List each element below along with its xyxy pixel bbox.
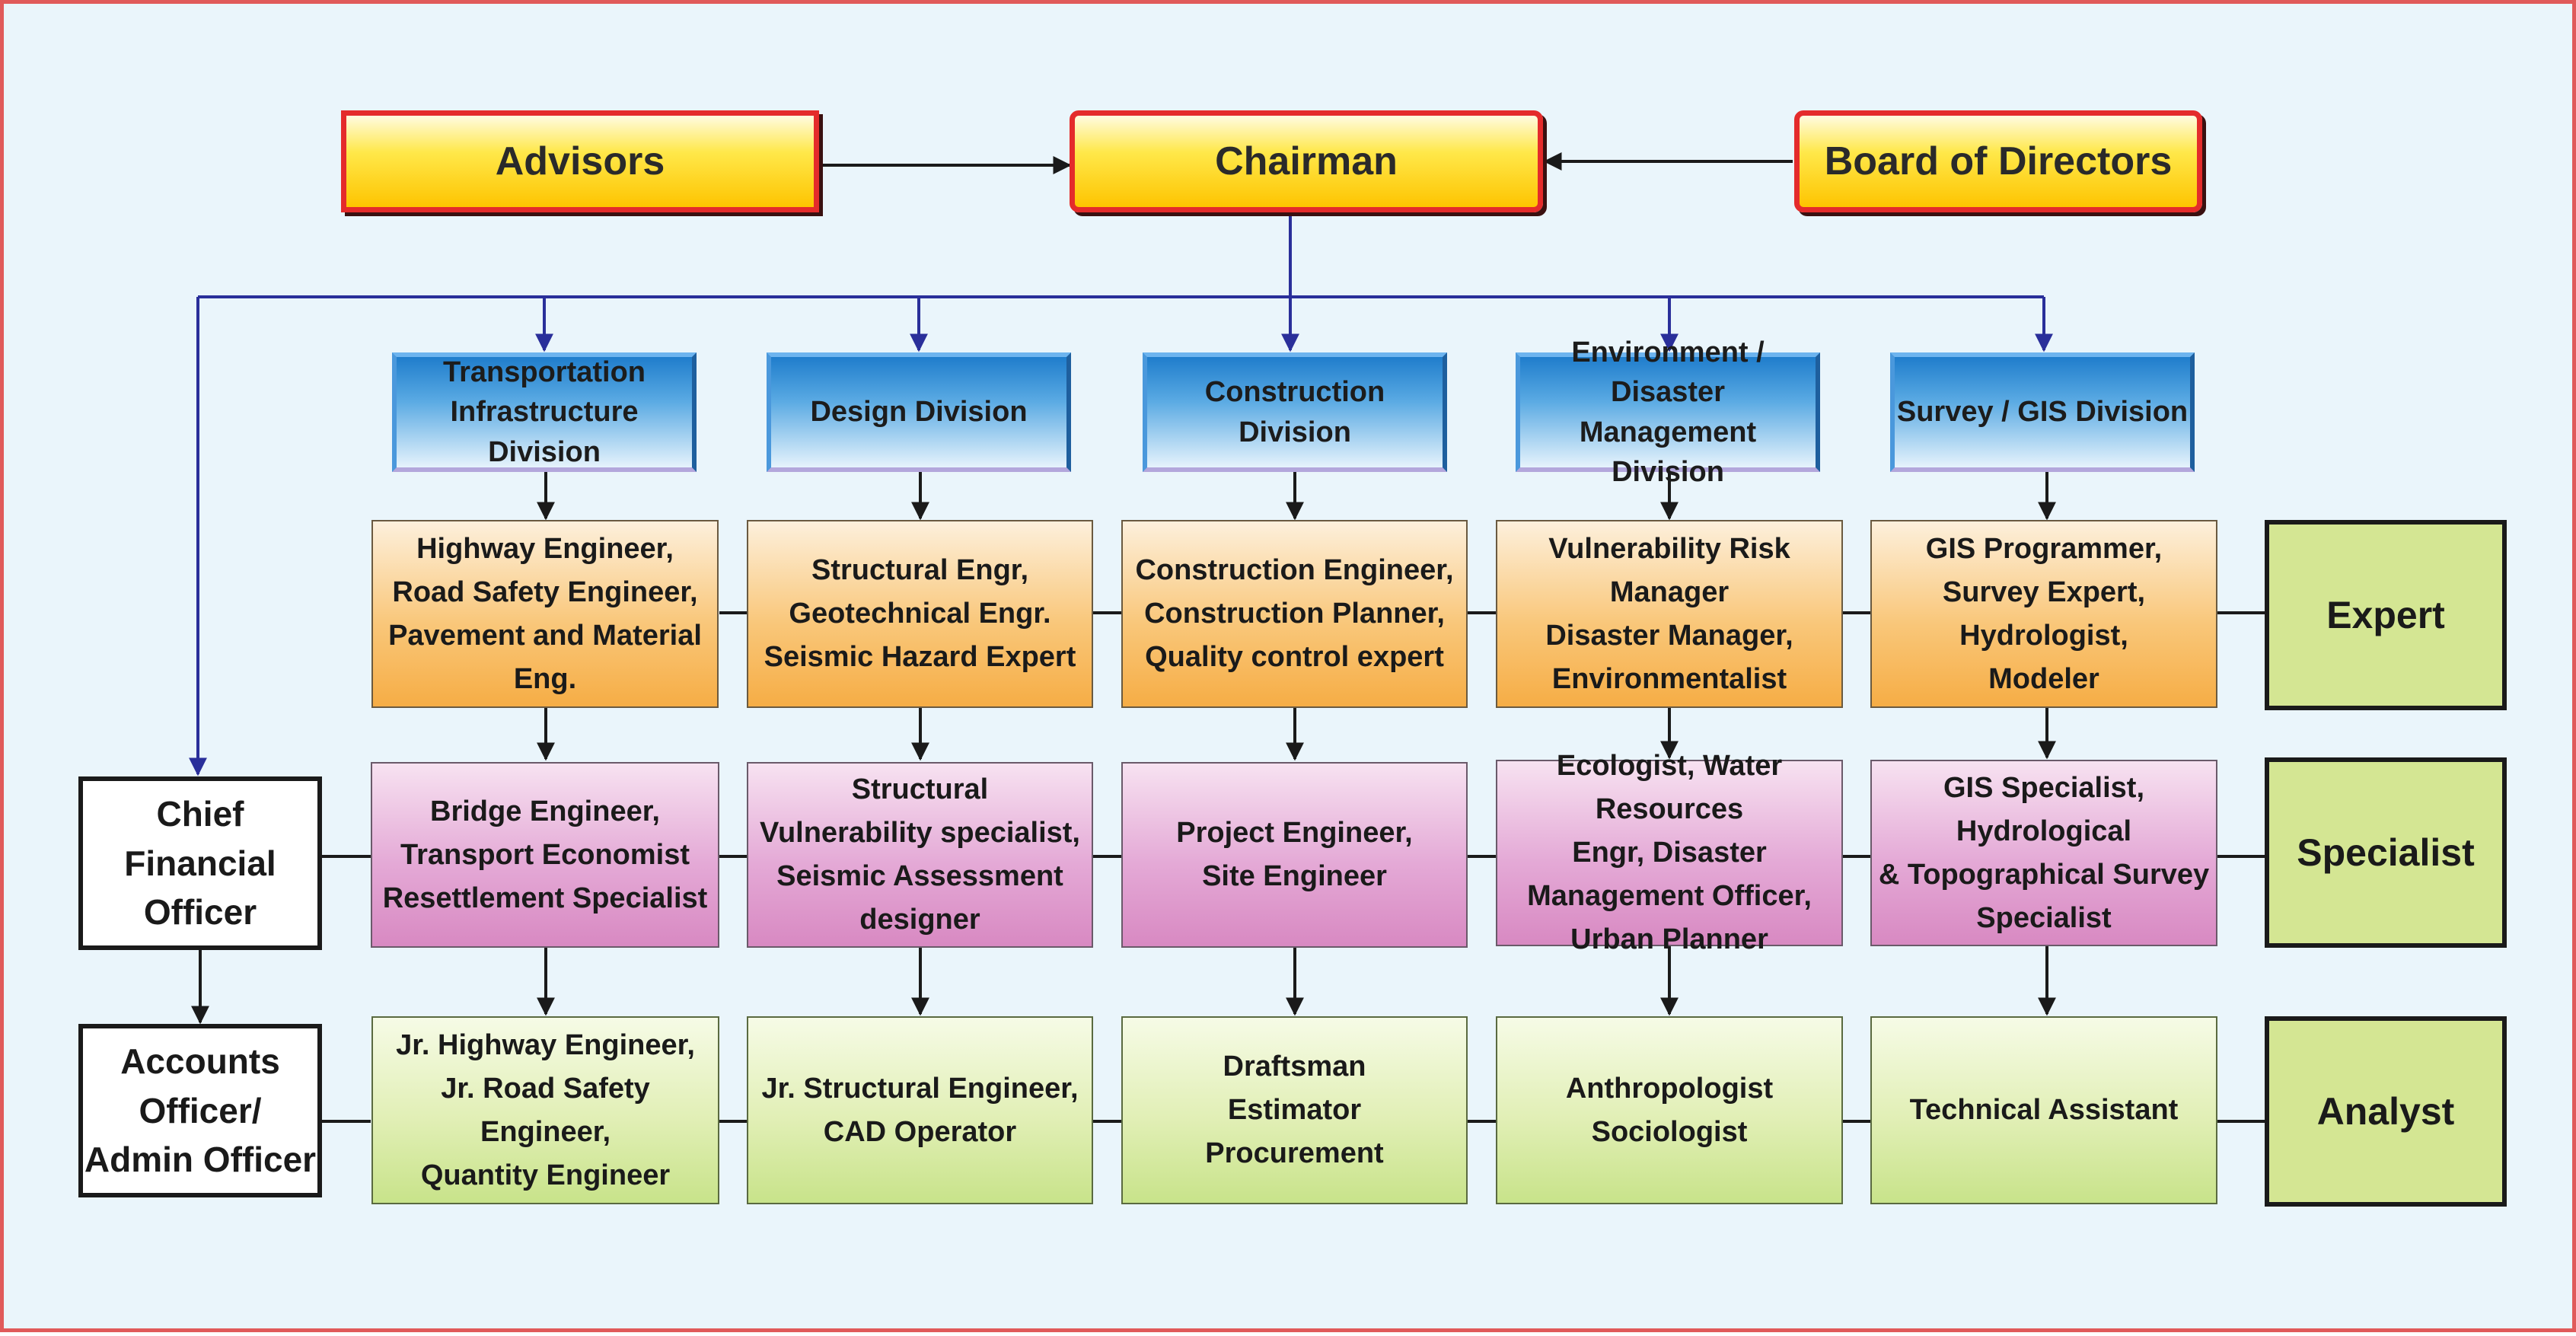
specialist-survey-gis: GIS Specialist, Hydrological & Topograph… [1870, 760, 2217, 946]
level-analyst-label: Analyst [2265, 1016, 2507, 1207]
division-transportation: Transportation Infrastructure Division [392, 352, 697, 472]
specialist-construction: Project Engineer, Site Engineer [1121, 762, 1468, 948]
expert-survey-gis: GIS Programmer, Survey Expert, Hydrologi… [1870, 520, 2217, 708]
row-connectors [321, 611, 2265, 1123]
advisors-box: Advisors [341, 110, 819, 212]
analyst-environment: Anthropologist Sociologist [1496, 1016, 1843, 1204]
analyst-design: Jr. Structural Engineer, CAD Operator [747, 1016, 1093, 1204]
analyst-construction: Draftsman Estimator Procurement [1121, 1016, 1468, 1204]
division-survey-gis: Survey / GIS Division [1890, 352, 2195, 472]
expert-construction: Construction Engineer, Construction Plan… [1121, 520, 1468, 708]
board-of-directors-box: Board of Directors [1794, 110, 2202, 212]
accounts-admin-officer-box: Accounts Officer/ Admin Officer [78, 1024, 322, 1197]
level-specialist-label: Specialist [2265, 757, 2507, 948]
chairman-box: Chairman [1070, 110, 1543, 212]
analyst-transportation: Jr. Highway Engineer, Jr. Road Safety En… [371, 1016, 719, 1204]
specialist-environment: Ecologist, Water Resources Engr, Disaste… [1496, 750, 1843, 955]
specialist-transportation: Bridge Engineer, Transport Economist Res… [371, 762, 719, 948]
division-environment-disaster: Environment / Disaster Management Divisi… [1516, 336, 1820, 488]
level-expert-label: Expert [2265, 520, 2507, 710]
division-construction: Construction Division [1143, 352, 1447, 472]
division-design: Design Division [767, 352, 1071, 472]
connector-lines [189, 152, 2265, 1123]
specialist-design: Structural Vulnerability specialist, Sei… [747, 762, 1093, 948]
expert-design: Structural Engr, Geotechnical Engr. Seis… [747, 520, 1093, 708]
chief-financial-officer-box: Chief Financial Officer [78, 776, 322, 950]
column-arrows [191, 466, 2056, 1025]
chairman-distribution-lines [189, 215, 2053, 776]
expert-environment: Vulnerability Risk Manager Disaster Mana… [1496, 520, 1843, 708]
expert-transportation: Highway Engineer, Road Safety Engineer, … [371, 520, 719, 708]
analyst-survey-gis: Technical Assistant [1870, 1016, 2217, 1204]
